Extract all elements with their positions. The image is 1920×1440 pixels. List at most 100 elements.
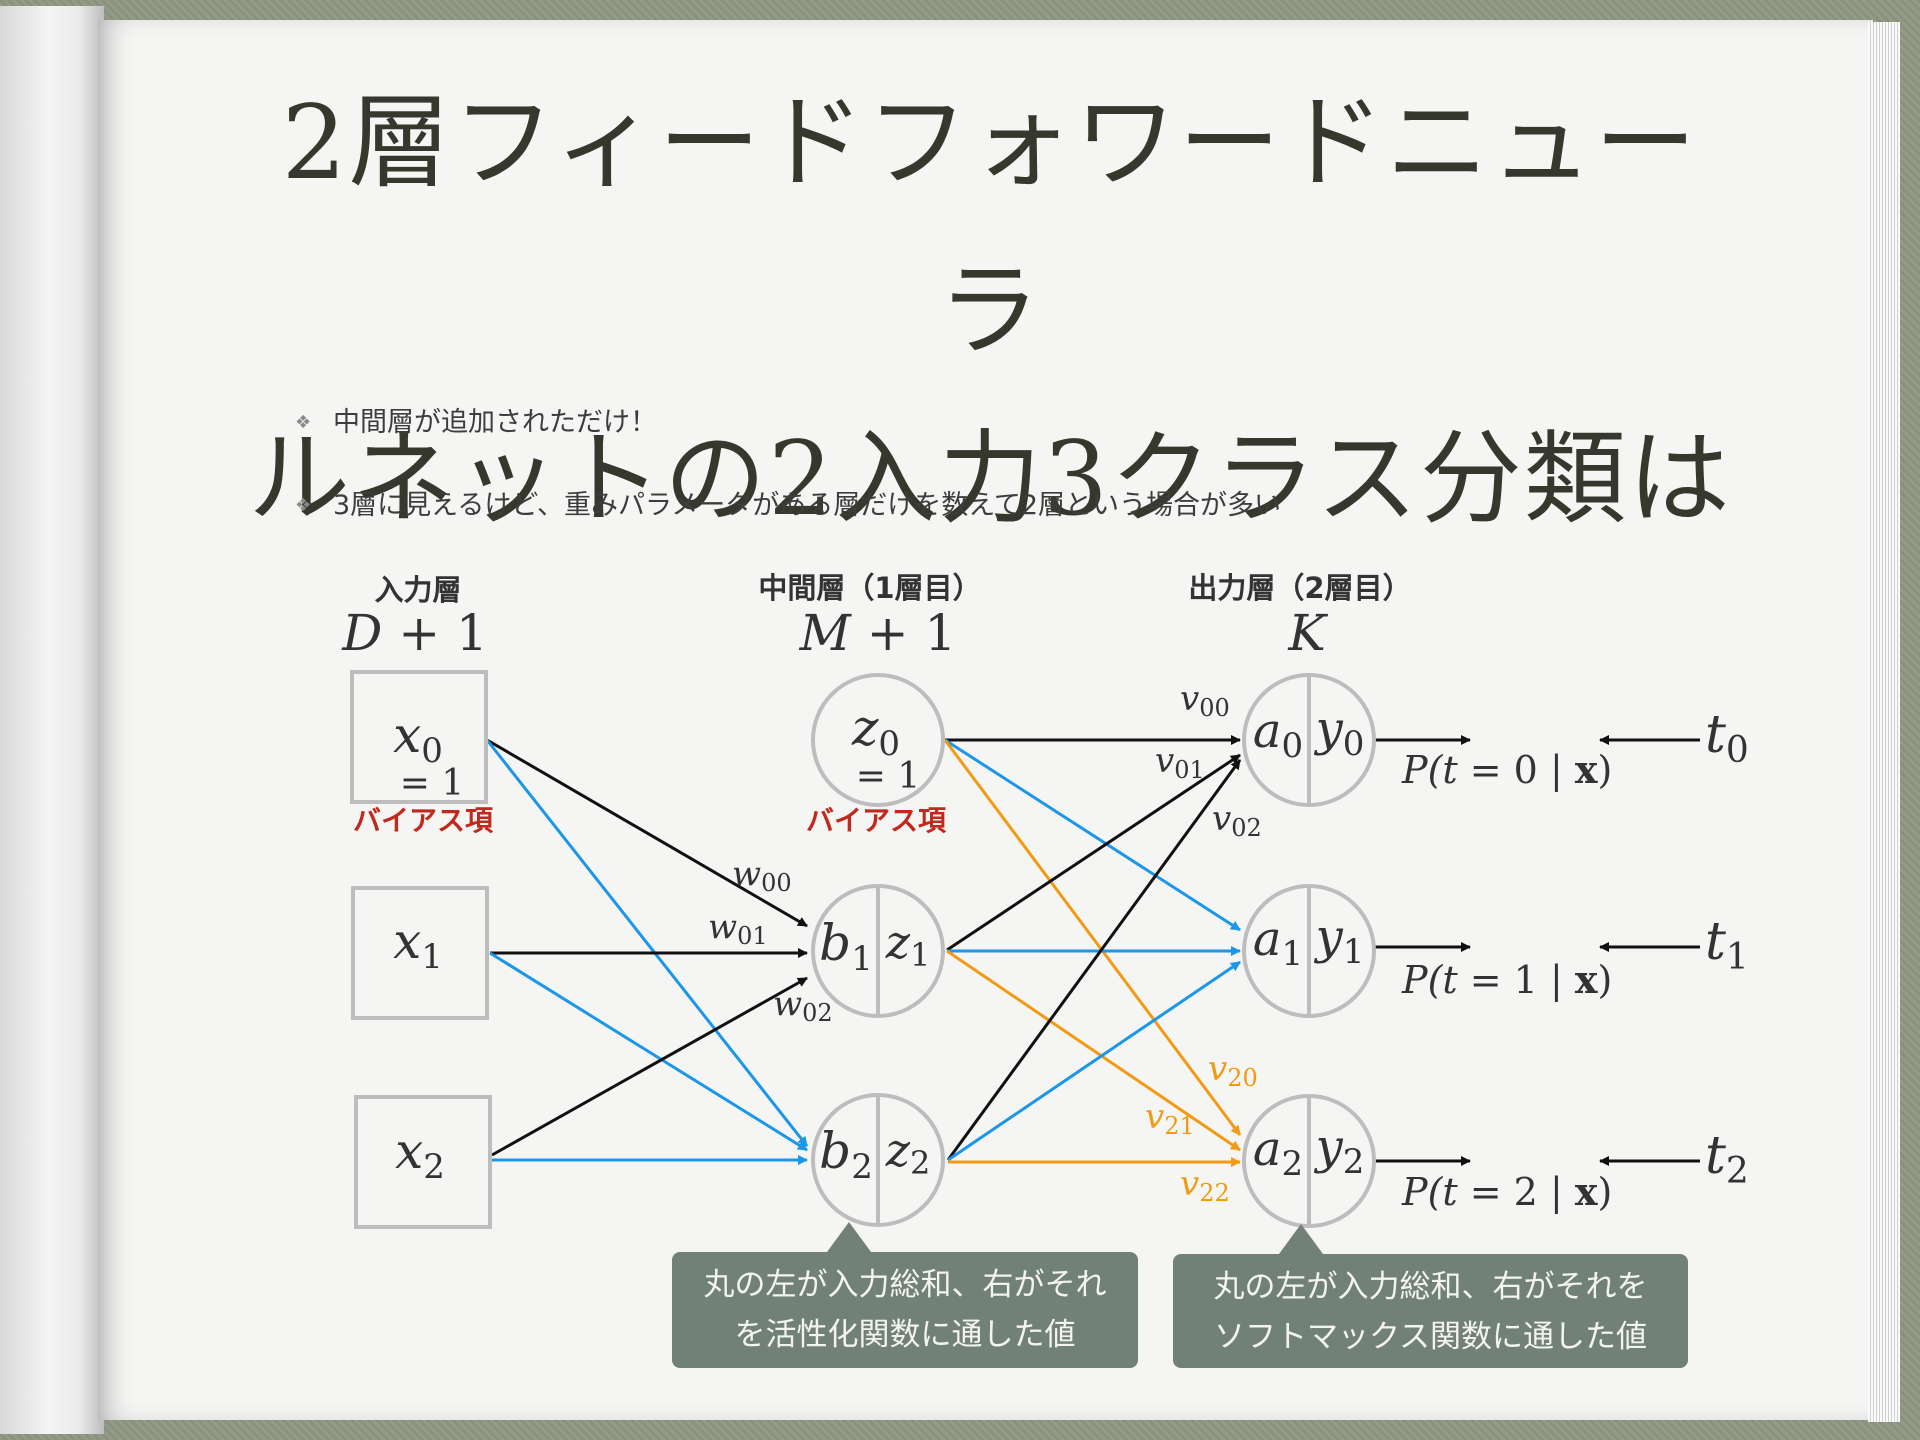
prob-close: ) (1597, 748, 1612, 792)
weight-label-w02: w02 (773, 984, 833, 1027)
bullet-list: ❖ 中間層が追加されただけ！ ❖ 3層に見えるけど、重みパラメータがある層だけを… (295, 405, 1695, 571)
input-node-x1 (351, 886, 489, 1020)
var-sub: 00 (761, 869, 792, 897)
prob-var: t (1442, 748, 1458, 792)
input-node-x2 (354, 1095, 492, 1229)
var-base: v (1180, 679, 1199, 719)
node-eq-z0: = 1 (856, 756, 921, 797)
bullet-item: ❖ 3層に見えるけど、重みパラメータがある層だけを数えて2層という場合が多い (295, 488, 1695, 524)
var-base: v (1180, 1164, 1199, 1204)
bullet-item: ❖ 中間層が追加されただけ！ (295, 405, 1695, 441)
prob-open: P( (1401, 958, 1444, 1002)
var-sub: 1 (910, 936, 930, 974)
title-line-1: 2層フィードフォワードニューラ (281, 84, 1699, 371)
var-base: v (1155, 741, 1174, 781)
edge-x2-b1 (491, 976, 808, 1157)
var-sub: 0 (878, 724, 900, 764)
weight-label-v01: v01 (1155, 741, 1205, 784)
var-sub: 20 (1227, 1064, 1258, 1092)
prob-var: t (1442, 1170, 1458, 1214)
prob-open: P( (1401, 748, 1444, 792)
var-base: b (819, 1122, 851, 1180)
hidden-node-z0 (811, 673, 945, 807)
output-layer-size: K (1287, 604, 1328, 662)
var-sub: 2 (1343, 1142, 1365, 1182)
var-base: z (885, 1123, 911, 1177)
node-label-y0: y0 (1314, 701, 1365, 764)
edge-z0-a1 (944, 738, 1241, 932)
weight-label-v20: v20 (1208, 1049, 1258, 1092)
var-base: a (1253, 911, 1282, 967)
prob-open: P( (1401, 1170, 1444, 1214)
var-base: t (1705, 912, 1726, 972)
size-symbol: M (799, 604, 853, 662)
var-sub: 22 (1199, 1179, 1230, 1207)
size-suffix: + 1 (382, 604, 488, 662)
callout-line: を活性化関数に通した値 (734, 1317, 1076, 1353)
node-label-a2: a2 (1253, 1121, 1303, 1184)
var-sub: 2 (851, 1147, 873, 1187)
var-sub: 2 (1281, 1144, 1303, 1184)
node-label-x2: x2 (395, 1122, 445, 1187)
edge-z2-a1 (947, 960, 1241, 1162)
callout-line: 丸の左が入力総和、右がそれを (1213, 1269, 1648, 1305)
prob-label-0: P(t = 0 | x) (1401, 747, 1612, 792)
prob-label-1: P(t = 1 | x) (1401, 957, 1612, 1002)
var-base: w (732, 854, 761, 894)
edge-z0-a2 (943, 739, 1242, 1136)
callout-line: 丸の左が入力総和、右がそれ (703, 1267, 1107, 1303)
prob-close: ) (1597, 1170, 1612, 1214)
prob-close: ) (1597, 958, 1612, 1002)
var-base: z (885, 915, 911, 969)
input-layer-size: D + 1 (341, 604, 488, 662)
edge-x0-b1 (486, 738, 808, 928)
hidden-node-callout: 丸の左が入力総和、右がそれ を活性化関数に通した値 (672, 1222, 1138, 1368)
var-base: x (393, 912, 421, 970)
var-sub: 0 (421, 731, 443, 771)
node-label-a1: a1 (1253, 911, 1303, 974)
var-sub: 0 (1281, 726, 1303, 766)
prob-x: x (1575, 747, 1598, 792)
target-label-t0: t0 (1705, 705, 1749, 771)
var-sub: 1 (1726, 937, 1749, 978)
prob-x: x (1575, 1169, 1598, 1214)
var-sub: 21 (1164, 1112, 1195, 1140)
callout-line: ソフトマックス関数に通した値 (1213, 1319, 1648, 1355)
var-sub: 01 (1174, 756, 1205, 784)
var-base: w (773, 984, 802, 1024)
size-suffix: + 1 (851, 604, 957, 662)
weight-label-w00: w00 (732, 854, 792, 897)
var-base: y (1314, 1119, 1344, 1175)
var-base: t (1705, 705, 1726, 765)
var-sub: 2 (423, 1147, 445, 1187)
target-label-t1: t1 (1705, 912, 1749, 978)
hidden-layer-size: M + 1 (799, 604, 957, 662)
var-base: x (393, 706, 421, 764)
var-sub: 01 (737, 922, 768, 950)
var-sub: 0 (1726, 730, 1749, 771)
slide-title: 2層フィードフォワードニューラ ルネットの2入力3クラス分類は (240, 60, 1740, 564)
var-base: y (1314, 701, 1344, 757)
size-symbol: K (1287, 604, 1328, 662)
title-line-2: ルネットの2入力3クラス分類は (248, 420, 1732, 539)
size-symbol: D (341, 604, 382, 662)
edge-z2-a0 (946, 759, 1242, 1161)
target-label-t2: t2 (1705, 1126, 1749, 1192)
weight-label-v00: v00 (1180, 679, 1230, 722)
node-label-x0: x0 (393, 706, 443, 771)
bias-label-hidden: バイアス項 (806, 804, 947, 837)
edge-z1-a0 (946, 753, 1241, 952)
var-base: w (708, 907, 737, 947)
var-base: a (1253, 703, 1282, 759)
edge-z1-a2 (946, 949, 1241, 1152)
var-sub: 0 (1343, 724, 1365, 764)
diamond-bullet-icon: ❖ (295, 412, 312, 433)
var-base: z (851, 699, 879, 757)
var-base: b (819, 914, 851, 972)
prob-mid: = 2 | (1458, 1170, 1575, 1214)
var-sub: 1 (1343, 932, 1365, 972)
var-base: y (1314, 909, 1344, 965)
var-base: t (1705, 1126, 1726, 1186)
prob-var: t (1442, 958, 1458, 1002)
